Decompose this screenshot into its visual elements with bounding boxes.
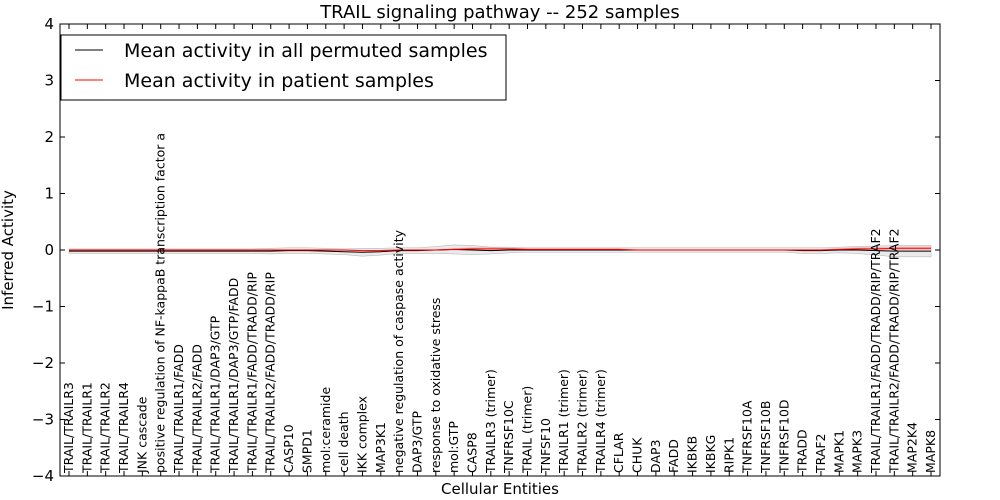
legend-label-patient: Mean activity in patient samples — [124, 70, 434, 92]
y-tick-label: −4 — [32, 467, 54, 485]
x-tick-label: TRADD — [795, 429, 810, 474]
x-tick-label: TRAIL/TRAILR2/FADD/TRADD/RIP/TRAF2 — [886, 228, 901, 474]
x-tick-label: TNFRSF10B — [758, 401, 773, 474]
series-band-0 — [68, 244, 932, 258]
x-tick-label: TRAIL/TRAILR2 — [98, 382, 113, 474]
x-tick-label: TRAIL/TRAILR1/DAP3/GTP — [208, 315, 223, 474]
x-tick-label: TRAIL/TRAILR1/DAP3/GTP/FADD — [226, 278, 241, 474]
x-tick-label: DAP3/GTP — [409, 410, 424, 473]
x-tick-label: MAPK1 — [831, 430, 846, 473]
x-tick-label: TNFRSF10C — [501, 400, 516, 474]
x-axis-label: Cellular Entities — [441, 480, 559, 498]
x-tick-label: mol:GTP — [446, 421, 461, 473]
x-tick-label: SMPD1 — [299, 429, 314, 473]
x-tick-label: TRAILR1 (trimer) — [556, 369, 571, 474]
y-tick-label: 3 — [44, 72, 54, 90]
x-tick-label: TRAIL/TRAILR1 — [79, 382, 94, 474]
chart-title: TRAIL signaling pathway -- 252 samples — [319, 2, 680, 23]
x-tick-label: cell death — [336, 411, 351, 473]
x-tick-label: TRAILR2 (trimer) — [575, 369, 590, 474]
y-axis-label: Inferred Activity — [0, 190, 17, 310]
x-tick-label: CASP10 — [281, 424, 296, 473]
y-tick-label: −2 — [32, 354, 54, 372]
x-tick-label: TRAIL/TRAILR1/FADD — [171, 344, 186, 474]
x-tick-label: positive regulation of NF-kappaB transcr… — [153, 133, 168, 473]
x-tick-label: mol:ceramide — [318, 387, 333, 473]
x-tick-label: TRAILR3 (trimer) — [483, 369, 498, 474]
x-tick-label: DAP3 — [648, 440, 663, 473]
x-tick-label: TRAIL/TRAILR2/FADD/TRADD/RIP — [263, 272, 278, 474]
legend-box — [60, 34, 507, 101]
x-tick-label: CHUK — [630, 437, 645, 473]
x-tick-label: response to oxidative stress — [428, 298, 443, 473]
x-tick-label: IKBKG — [703, 435, 718, 473]
x-tick-label: CFLAR — [611, 432, 626, 473]
x-tick-label: RIPK1 — [721, 437, 736, 473]
x-tick-label: IKBKB — [685, 436, 700, 473]
y-tick-label: 2 — [44, 128, 54, 146]
legend-label-permuted: Mean activity in all permuted samples — [124, 40, 487, 62]
x-tick-label: CASP8 — [464, 432, 479, 473]
x-tick-label: MAPK3 — [850, 430, 865, 473]
y-tick-label: −1 — [32, 298, 54, 316]
series-line-1 — [69, 247, 931, 252]
y-tick-label: 4 — [44, 15, 54, 33]
y-tick-label: −3 — [32, 411, 54, 429]
x-tick-label: TRAIL/TRAILR3 — [61, 382, 76, 474]
x-tick-label: TRAIL/TRAILR1/FADD/TRADD/RIP/TRAF2 — [868, 228, 883, 474]
x-tick-label: JNK cascade — [134, 396, 149, 474]
x-tick-label: FADD — [666, 439, 681, 473]
x-tick-label: MAPK8 — [923, 430, 938, 473]
x-tick-label: TRAIL/TRAILR1/FADD/TRADD/RIP — [244, 272, 259, 474]
legend: Mean activity in all permuted samples Me… — [60, 34, 507, 101]
x-tick-label: TRAILR4 (trimer) — [593, 369, 608, 474]
x-tick-label: TRAIL/TRAILR2/FADD — [189, 344, 204, 474]
x-tick-label: MAP3K1 — [373, 422, 388, 473]
x-tick-label: negative regulation of caspase activity — [391, 229, 406, 473]
x-tick-label: TRAIL/TRAILR4 — [116, 382, 131, 474]
x-tick-label: TNFRSF10A — [740, 400, 755, 474]
x-tick-label: TRAF2 — [813, 433, 828, 474]
x-tick-label: TNFRSF10D — [776, 399, 791, 474]
x-tick-label: TNFSF10 — [538, 418, 553, 474]
y-tick-label: 1 — [44, 185, 54, 203]
y-tick-label: 0 — [44, 241, 54, 259]
x-tick-label: IKK complex — [354, 396, 369, 473]
x-tick-label: TRAIL (trimer) — [520, 386, 535, 474]
x-tick-label: MAP2K4 — [905, 422, 920, 473]
